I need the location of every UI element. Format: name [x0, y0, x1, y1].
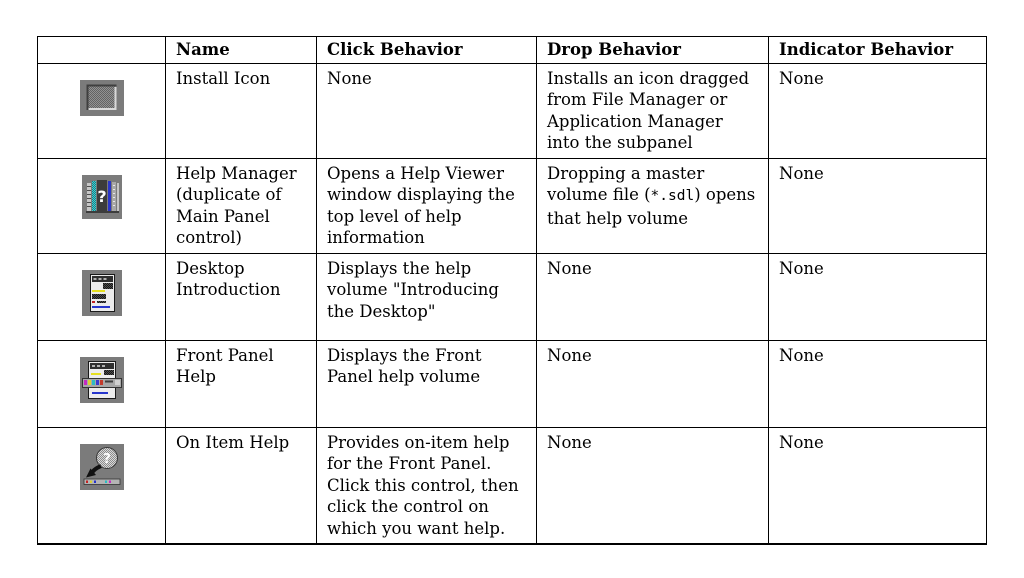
indicator-cell: None: [768, 426, 987, 545]
drop-cell: None: [536, 426, 769, 545]
icon-cell: [37, 339, 166, 428]
drop-cell: Dropping a master volume file (*.sdl) op…: [536, 157, 769, 254]
indicator-cell: None: [768, 339, 987, 428]
front-panel-controls-table: Name Click Behavior Drop Behavior Indica…: [37, 36, 987, 545]
click-cell: Displays the help volume "Introducing th…: [316, 252, 537, 341]
column-header-click-behavior: Click Behavior: [316, 36, 537, 64]
cell-text: None: [547, 432, 592, 452]
icon-cell: [37, 62, 166, 159]
drop-cell: None: [536, 339, 769, 428]
cell-text: Displays the help volume "Introducing th…: [327, 258, 499, 321]
cell-text: None: [779, 432, 824, 452]
cell-text: Help Manager (duplicate of Main Panel co…: [176, 163, 297, 248]
indicator-cell: None: [768, 157, 987, 254]
name-cell: Desktop Introduction: [165, 252, 317, 341]
svg-text:?: ?: [97, 187, 106, 206]
cell-text: Front Panel Help: [176, 345, 274, 387]
indicator-cell: None: [768, 62, 987, 159]
drop-cell: None: [536, 252, 769, 341]
table-header: Name Click Behavior Drop Behavior Indica…: [37, 36, 987, 64]
click-cell: Provides on-item help for the Front Pane…: [316, 426, 537, 545]
cell-text: Displays the Front Panel help volume: [327, 345, 482, 387]
click-cell: Displays the Front Panel help volume: [316, 339, 537, 428]
cell-text: On Item Help: [176, 432, 290, 452]
icon-cell: ?: [37, 157, 166, 254]
cell-text: None: [779, 345, 824, 365]
name-cell: Install Icon: [165, 62, 317, 159]
cell-text: None: [547, 345, 592, 365]
cell-text: None: [779, 68, 824, 88]
table-row: ? Help Manager (duplicate of Main Panel …: [37, 157, 987, 254]
cell-text: Install Icon: [176, 68, 271, 88]
install-icon: [79, 79, 124, 116]
desktop-introduction-icon: [81, 269, 122, 316]
click-cell: None: [316, 62, 537, 159]
column-header-name: Name: [165, 36, 317, 64]
drop-cell: Installs an icon dragged from File Manag…: [536, 62, 769, 159]
name-cell: On Item Help: [165, 426, 317, 545]
name-cell: Front Panel Help: [165, 339, 317, 428]
column-header-icon: [37, 36, 166, 64]
table-row: ? On Item Help Provides on-item help for …: [37, 426, 987, 545]
table-row: Front Panel Help Displays the Front Panel…: [37, 339, 987, 428]
cell-text: Opens a Help Viewer window displaying th…: [327, 163, 515, 248]
icon-cell: [37, 252, 166, 341]
header-row: Name Click Behavior Drop Behavior Indica…: [37, 36, 987, 64]
cell-text: Provides on-item help for the Front Pane…: [327, 432, 519, 538]
svg-text:?: ?: [103, 452, 111, 467]
front-panel-help-icon: [79, 356, 124, 403]
file-pattern-code: *.sdl: [650, 188, 695, 204]
table-row: Install Icon None Installs an icon dragged…: [37, 62, 987, 159]
cell-text: ) opens that help volume: [547, 185, 756, 228]
cell-text: None: [779, 258, 824, 278]
cell-text: None: [327, 68, 372, 88]
cell-text: None: [779, 163, 824, 183]
column-header-indicator-behavior: Indicator Behavior: [768, 36, 987, 64]
column-header-drop-behavior: Drop Behavior: [536, 36, 769, 64]
click-cell: Opens a Help Viewer window displaying th…: [316, 157, 537, 254]
help-manager-icon: ?: [81, 174, 122, 219]
on-item-help-icon: ?: [79, 443, 124, 490]
cell-text: None: [547, 258, 592, 278]
indicator-cell: None: [768, 252, 987, 341]
cell-text: Dropping a master volume file (: [547, 163, 705, 205]
table-row: Desktop Introduction Displays the help vo…: [37, 252, 987, 341]
cell-text: Desktop Introduction: [176, 258, 281, 300]
name-cell: Help Manager (duplicate of Main Panel co…: [165, 157, 317, 254]
icon-cell: ?: [37, 426, 166, 545]
cell-text: Installs an icon dragged from File Manag…: [547, 68, 750, 153]
